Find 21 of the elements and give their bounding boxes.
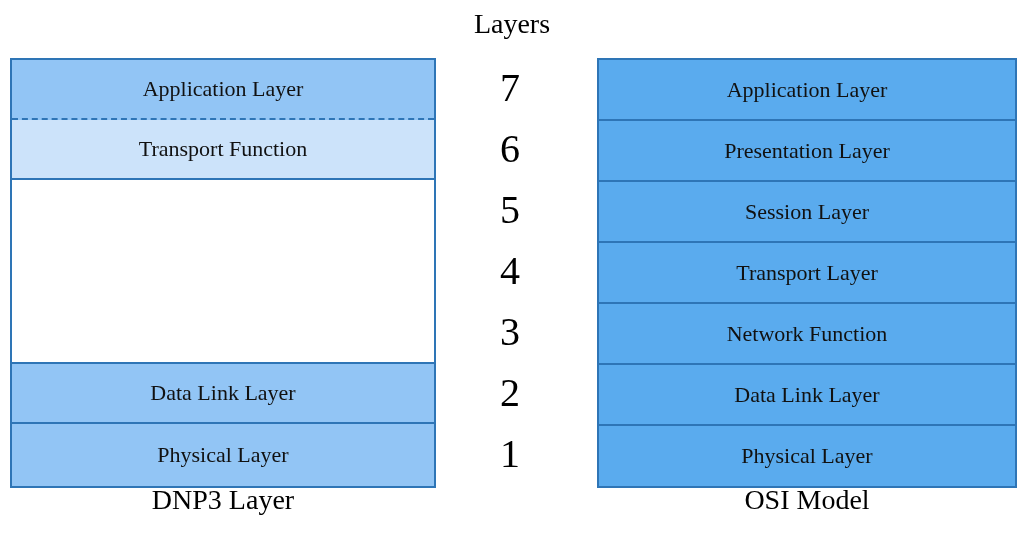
- layer-box: Application Layer: [12, 60, 434, 120]
- layer-box: Presentation Layer: [599, 121, 1015, 182]
- layer-box: Data Link Layer: [12, 364, 434, 424]
- layer-number: 2: [499, 369, 521, 416]
- layer-box: Transport Layer: [599, 243, 1015, 304]
- layer-box: Data Link Layer: [599, 365, 1015, 426]
- layer-box: Session Layer: [599, 182, 1015, 243]
- layer-box: Application Layer: [599, 60, 1015, 121]
- stack-caption: OSI Model: [743, 484, 871, 516]
- layer-box: Network Function: [599, 304, 1015, 365]
- layer-box: Physical Layer: [599, 426, 1015, 486]
- layer-number: 3: [499, 308, 521, 355]
- layer-number: 7: [499, 64, 521, 111]
- layer-box: Transport Function: [12, 120, 434, 180]
- column-heading: Layers: [472, 8, 552, 40]
- layer-box: Physical Layer: [12, 424, 434, 486]
- layer-number: 5: [499, 186, 521, 233]
- layer-number: 4: [499, 247, 521, 294]
- layer-number: 6: [499, 125, 521, 172]
- layer-number: 1: [499, 430, 521, 477]
- stack-caption: DNP3 Layer: [150, 484, 296, 516]
